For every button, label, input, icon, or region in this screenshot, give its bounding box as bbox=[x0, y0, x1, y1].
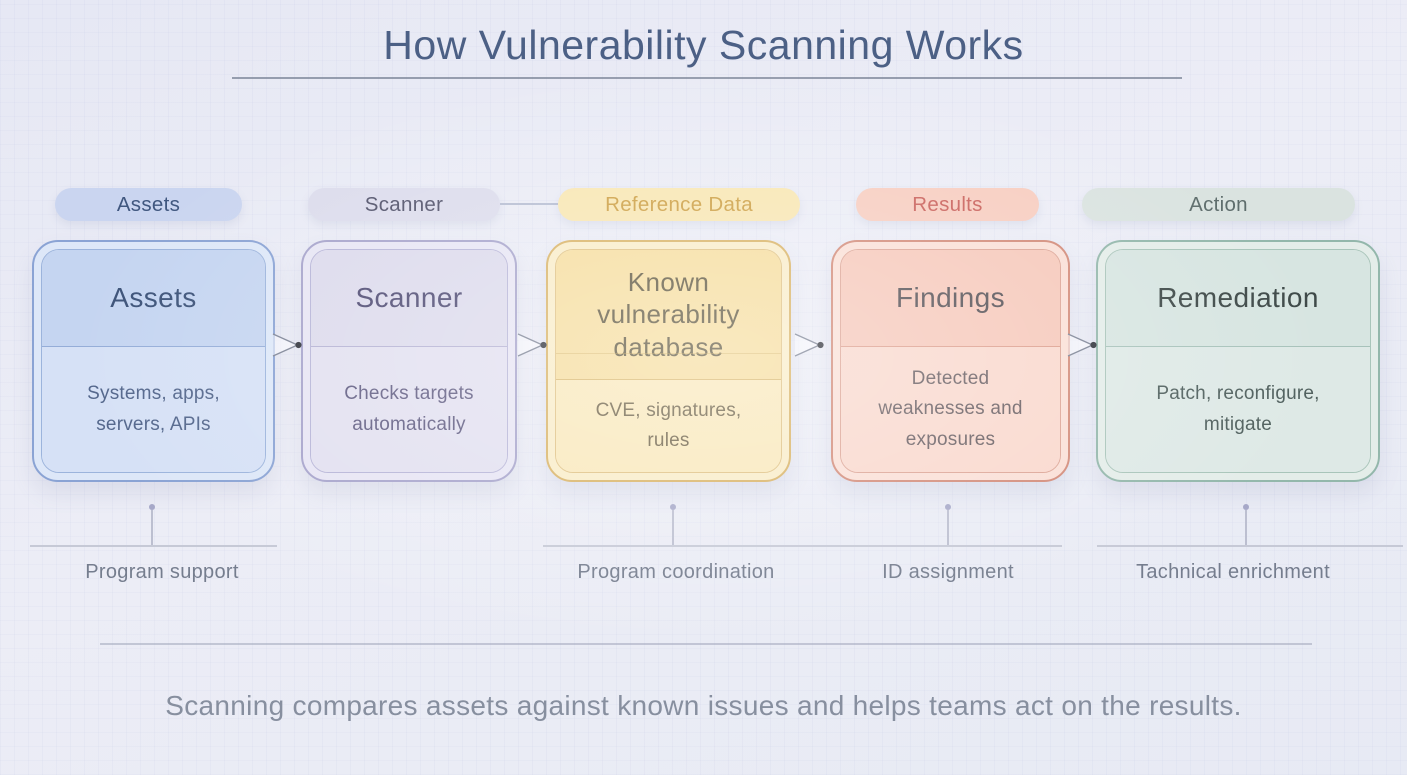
pill-reference-data: Reference Data bbox=[558, 188, 800, 221]
stage-box-scanner-inner: Scanner Checks targets automatically bbox=[310, 249, 508, 473]
stage-box-assets-inner: Assets Systems, apps, servers, APIs bbox=[41, 249, 266, 473]
stage-box-remediation-body-text: Patch, reconfigure, mitigate bbox=[1156, 383, 1320, 435]
stage-box-findings-inner: Findings Detected weaknesses and exposur… bbox=[840, 249, 1061, 473]
callout-baseline bbox=[543, 545, 835, 547]
callout-stem bbox=[947, 510, 949, 545]
stage-box-remediation-inner: Remediation Patch, reconfigure, mitigate bbox=[1105, 249, 1371, 473]
callout-dot bbox=[670, 504, 676, 510]
stage-box-findings-body-text: Detected weaknesses and exposures bbox=[878, 367, 1023, 450]
callout-label-technical-enrichment: Tachnical enrichment bbox=[1136, 561, 1330, 583]
footer-divider bbox=[100, 643, 1312, 645]
callout-stem bbox=[151, 510, 153, 545]
callout-baseline bbox=[828, 545, 1062, 547]
stage-box-findings-body: Detected weaknesses and exposures bbox=[841, 347, 1060, 472]
stage-box-assets: Assets Systems, apps, servers, APIs bbox=[32, 240, 275, 482]
stage-box-remediation-title: Remediation bbox=[1106, 250, 1370, 347]
stage-box-remediation: Remediation Patch, reconfigure, mitigate bbox=[1096, 240, 1380, 482]
flow-arrow-icon bbox=[794, 333, 824, 357]
flow-arrow-icon bbox=[272, 333, 302, 357]
pill-action: Action bbox=[1082, 188, 1355, 221]
stage-box-findings: Findings Detected weaknesses and exposur… bbox=[831, 240, 1070, 482]
pill-assets: Assets bbox=[55, 188, 242, 221]
stage-box-remediation-body: Patch, reconfigure, mitigate bbox=[1106, 347, 1370, 472]
stage-box-scanner-body-text: Checks targets automatically bbox=[344, 383, 474, 435]
flow-arrow-icon bbox=[517, 333, 547, 357]
callout-label-id-assignment: ID assignment bbox=[882, 561, 1014, 583]
callout-dot bbox=[149, 504, 155, 510]
stage-box-database-inner: Known vulnerability database CVE, signat… bbox=[555, 249, 782, 473]
callout-baseline bbox=[1097, 545, 1403, 547]
stage-box-scanner-body: Checks targets automatically bbox=[311, 347, 507, 472]
pill-results: Results bbox=[856, 188, 1039, 221]
stage-box-database-body: CVE, signatures, rules bbox=[556, 380, 781, 472]
stage-box-scanner-title: Scanner bbox=[311, 250, 507, 347]
stage-box-scanner: Scanner Checks targets automatically bbox=[301, 240, 517, 482]
callout-label-program-coordination: Program coordination bbox=[577, 561, 775, 583]
callout-stem bbox=[1245, 510, 1247, 545]
callout-stem bbox=[672, 510, 674, 545]
callout-dot bbox=[945, 504, 951, 510]
flow-arrow-icon bbox=[1067, 333, 1097, 357]
page-title: How Vulnerability Scanning Works bbox=[383, 22, 1024, 68]
stage-box-assets-body: Systems, apps, servers, APIs bbox=[42, 347, 265, 472]
stage-box-database-body-text: CVE, signatures, rules bbox=[595, 399, 742, 451]
database-faint-divider bbox=[556, 353, 781, 354]
stage-box-database-title: Known vulnerability database bbox=[556, 250, 781, 380]
stage-box-findings-title: Findings bbox=[841, 250, 1060, 347]
pill-connector-line bbox=[500, 203, 558, 205]
stage-box-assets-body-text: Systems, apps, servers, APIs bbox=[87, 383, 220, 435]
callout-baseline bbox=[30, 545, 277, 547]
callout-dot bbox=[1243, 504, 1249, 510]
pill-scanner: Scanner bbox=[308, 188, 500, 221]
summary-caption: Scanning compares assets against known i… bbox=[165, 690, 1242, 721]
title-underline bbox=[232, 77, 1182, 79]
stage-box-database: Known vulnerability database CVE, signat… bbox=[546, 240, 791, 482]
stage-box-assets-title: Assets bbox=[42, 250, 265, 347]
callout-label-program-support: Program support bbox=[85, 561, 239, 583]
